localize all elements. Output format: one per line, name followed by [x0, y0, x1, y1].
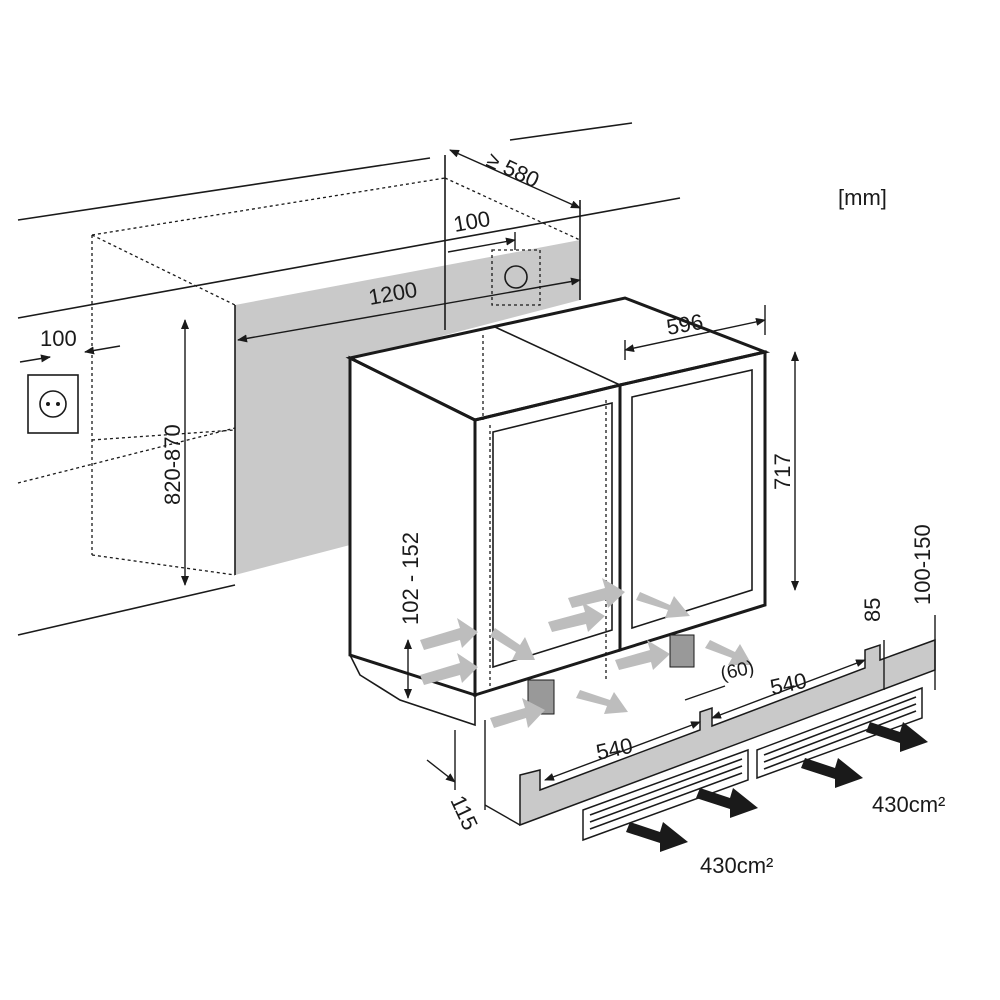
dim-socket-offset-left: 100: [40, 326, 77, 351]
dim-gap: (60): [719, 657, 756, 685]
dim-appliance-width: 596: [665, 309, 706, 340]
socket-left-icon: [27, 374, 79, 434]
dim-foot-height: 102 - 152: [398, 532, 423, 625]
wall-lines: [17, 122, 681, 636]
vent-grille-left: [582, 748, 749, 842]
dim-plinth-depth: 115: [445, 792, 482, 834]
dim-vent-height: 85: [860, 598, 885, 622]
dim-depth-min: ≥ 580: [483, 147, 543, 193]
airflow-arrows: [420, 578, 752, 728]
dimension-lines: [19, 149, 936, 826]
appliance: [345, 296, 771, 727]
vent-grille-right: [756, 686, 923, 780]
vent-area-right: 430cm²: [872, 792, 945, 817]
dim-socket-offset-top: 100: [452, 206, 493, 237]
dim-niche-height: 820-870: [160, 424, 185, 505]
dim-plinth-height: 100-150: [910, 524, 935, 605]
unit-label: [mm]: [838, 185, 887, 210]
vent-area-left: 430cm²: [700, 853, 773, 878]
vent-arrows: [626, 722, 928, 852]
dim-door-height: 717: [770, 453, 795, 490]
